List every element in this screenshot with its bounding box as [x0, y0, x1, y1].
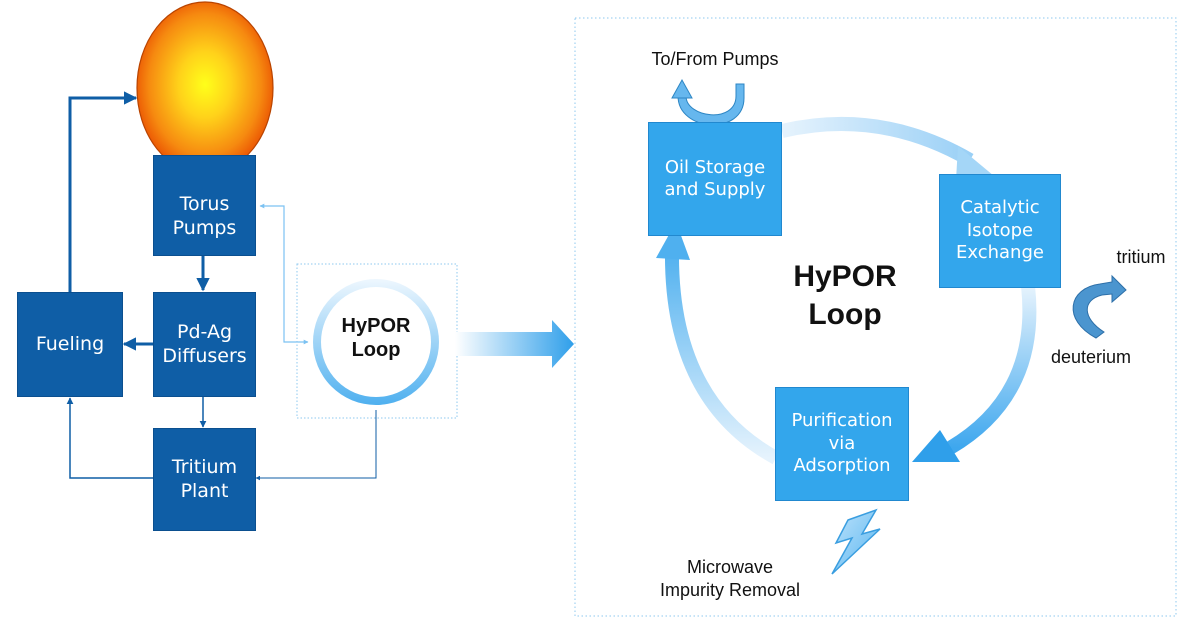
- oil-to-catalytic-arc: [780, 117, 974, 167]
- right-panel: [574, 17, 1177, 617]
- tritium-plant-to-fueling-arrow: [66, 397, 153, 479]
- purification-to-oil-arc: [664, 249, 780, 465]
- hypor-small-label: HyPOR Loop: [341, 315, 411, 361]
- pd-ag-diffusers-box: Pd-Ag Diffusers: [153, 292, 256, 397]
- hypor-to-tritium-plant-arrow: [255, 410, 377, 481]
- fueling-label: Fueling: [35, 332, 105, 355]
- hypor-small-frame: [296, 263, 458, 419]
- deuterium-label: deuterium: [1050, 347, 1132, 367]
- microwave-bolt-icon: [831, 508, 881, 575]
- purification-label: Purification via Adsorption: [791, 410, 893, 477]
- oil-storage-label: Oil Storage and Supply: [664, 156, 766, 201]
- to-from-pumps-label: To/From Pumps: [651, 49, 779, 69]
- right-panel-frame: [574, 17, 1177, 617]
- pumps-hypor-exchange-arrow: [259, 203, 309, 345]
- tritium-label: tritium: [1116, 247, 1166, 267]
- oil-storage-box: Oil Storage and Supply: [648, 122, 782, 236]
- expand-arrow: [455, 320, 574, 368]
- deuterium-tritium-arrow: [1072, 274, 1127, 339]
- catalytic-to-purification-arc: [946, 285, 1037, 455]
- purification-box: Purification via Adsorption: [775, 387, 909, 501]
- to-from-pumps-arrow: [677, 83, 745, 126]
- tritium-plant-label: Tritium Plant: [171, 455, 238, 502]
- fueling-box: Fueling: [17, 292, 123, 397]
- catalytic-exchange-label: Catalytic Isotope Exchange: [956, 197, 1044, 264]
- tritium-plant-box: Tritium Plant: [153, 428, 256, 531]
- torus-pumps-box: Torus Pumps: [153, 155, 256, 256]
- left-panel: [66, 1, 458, 481]
- microwave-label: Microwave Impurity Removal: [659, 557, 801, 600]
- pd-ag-diffusers-label: Pd-Ag Diffusers: [162, 320, 247, 367]
- plasma-ellipse: [136, 1, 274, 175]
- torus-pumps-label: Torus Pumps: [172, 192, 237, 239]
- fueling-to-plasma-arrow: [68, 91, 138, 292]
- catalytic-exchange-box: Catalytic Isotope Exchange: [939, 174, 1061, 288]
- hypor-loop-title: HyPOR Loop: [793, 260, 897, 331]
